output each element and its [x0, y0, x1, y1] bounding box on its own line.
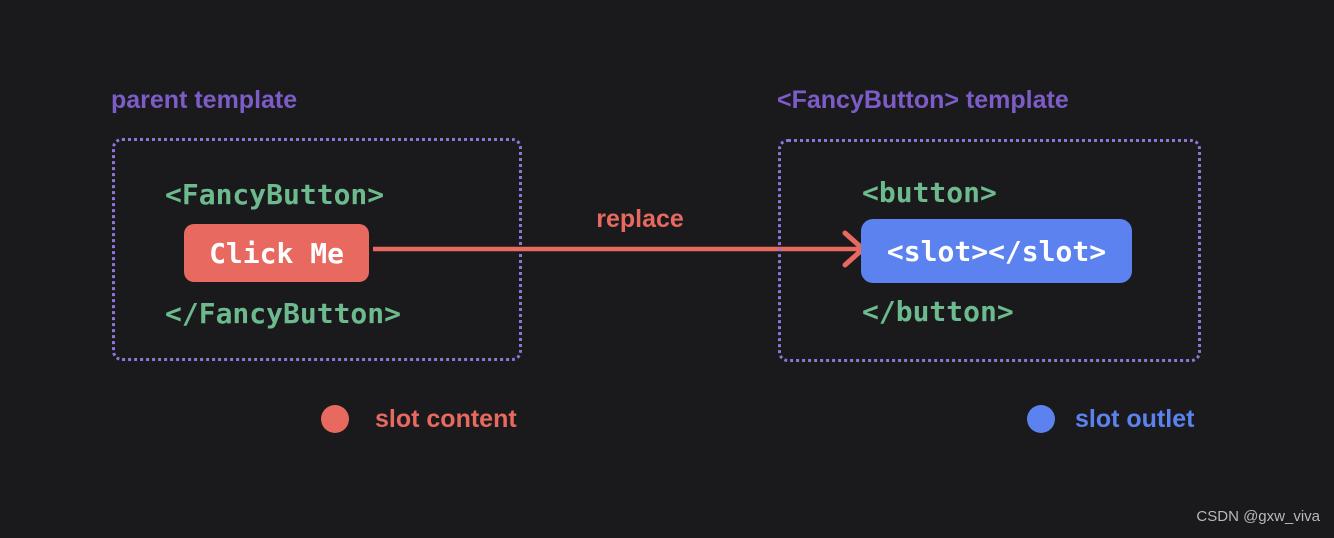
button-open-tag: <button> — [862, 176, 997, 209]
fancybutton-template-box — [778, 139, 1201, 362]
legend-slot-outlet-dot — [1027, 405, 1055, 433]
legend-slot-content-dot — [321, 405, 349, 433]
watermark: CSDN @gxw_viva — [1196, 508, 1320, 525]
legend-slot-content-label: slot content — [375, 405, 517, 433]
parent-template-title: parent template — [111, 86, 298, 114]
replace-label: replace — [596, 205, 684, 233]
legend-slot-outlet-label: slot outlet — [1075, 405, 1195, 433]
slot-outlet-label: <slot></slot> — [886, 234, 1107, 268]
click-me-button-label: Click Me — [209, 236, 344, 270]
slot-outlet-button: <slot></slot> — [861, 219, 1132, 283]
click-me-button: Click Me — [184, 224, 369, 282]
fancybutton-open-tag: <FancyButton> — [165, 178, 385, 211]
button-close-tag: </button> — [862, 295, 1014, 328]
fancybutton-close-tag: </FancyButton> — [165, 297, 402, 330]
fancybutton-template-title: <FancyButton> template — [777, 86, 1069, 114]
